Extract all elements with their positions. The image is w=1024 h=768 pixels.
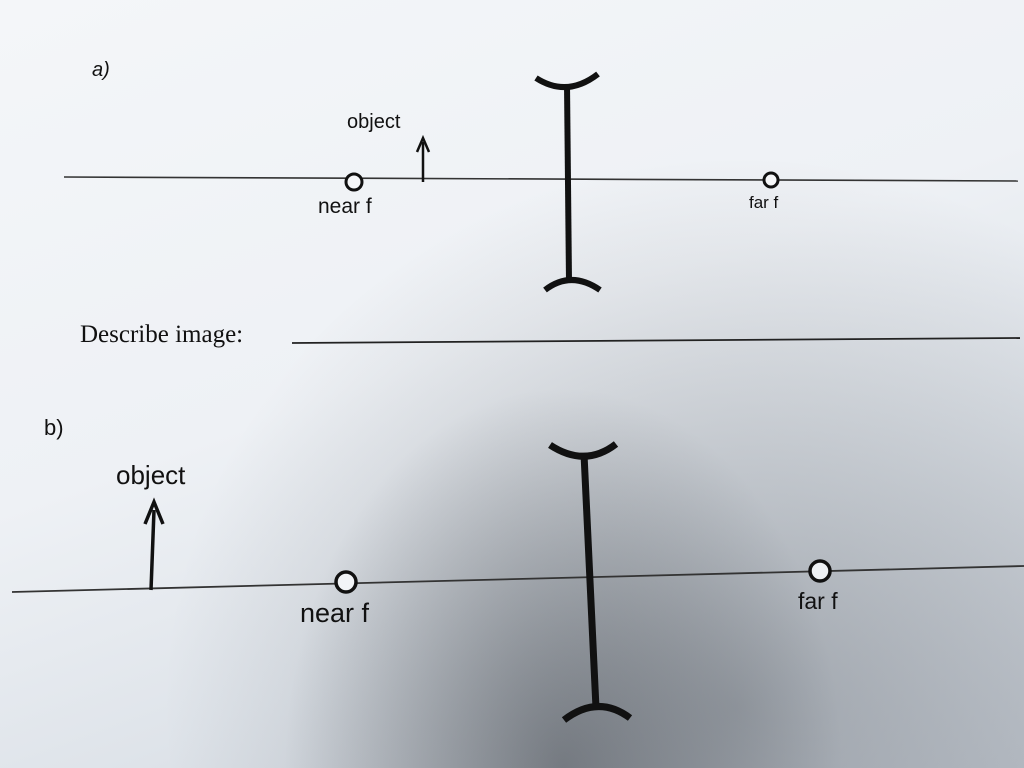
object-arrow-icon (143, 497, 165, 591)
object-arrow-icon (415, 134, 431, 182)
near-focal-label-a: near f (318, 195, 372, 218)
far-focal-point-icon (808, 559, 832, 583)
near-focal-point-icon (344, 172, 364, 192)
diverging-lens-icon (534, 71, 602, 293)
describe-image-prompt: Describe image: (80, 321, 244, 348)
far-focal-point-icon (762, 171, 780, 189)
diverging-lens-icon (548, 441, 633, 723)
diagram-a (63, 71, 1019, 293)
optical-axis-a (63, 176, 1019, 182)
part-b-label: b) (44, 415, 64, 440)
object-label-a: object (347, 111, 401, 133)
near-focal-point-icon (334, 570, 358, 594)
near-focal-label-b: near f (300, 598, 370, 628)
diagram-b (11, 441, 1024, 723)
far-focal-label-b: far f (798, 588, 838, 614)
far-focal-label-a: far f (749, 193, 779, 212)
object-label-b: object (116, 460, 186, 490)
optical-axis-b (11, 565, 1024, 593)
describe-answer-line (291, 337, 1021, 344)
part-a-label: a) (92, 59, 110, 81)
